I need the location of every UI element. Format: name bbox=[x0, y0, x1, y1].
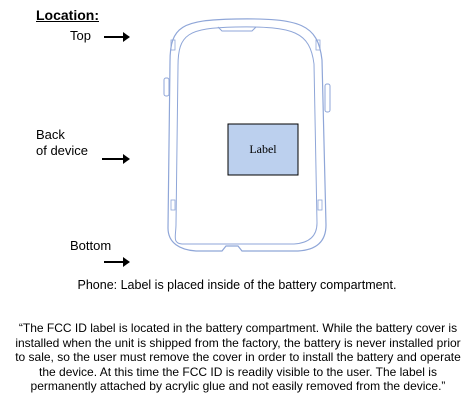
fcc-label-text: Label bbox=[249, 142, 277, 156]
right-clip-lower bbox=[317, 199, 323, 211]
top-label: Top bbox=[70, 28, 91, 43]
bottom-label: Bottom bbox=[70, 238, 112, 253]
bottom-arrow bbox=[104, 257, 130, 267]
top-arrow bbox=[104, 32, 130, 42]
left-side-button bbox=[163, 77, 170, 97]
right-side-button bbox=[324, 83, 331, 113]
back-arrow bbox=[102, 154, 130, 164]
left-clip-lower bbox=[170, 199, 176, 211]
fcc-statement-quote: “The FCC ID label is located in the batt… bbox=[15, 321, 461, 393]
location-heading: Location: bbox=[36, 7, 99, 23]
top-notch bbox=[217, 26, 257, 32]
battery-compartment-outline bbox=[174, 26, 318, 245]
back-label-line2: of device bbox=[36, 143, 89, 158]
back-label-line1: Back bbox=[36, 127, 65, 142]
phone-caption: Phone: Label is placed inside of the bat… bbox=[77, 278, 397, 292]
device-outline bbox=[167, 18, 327, 252]
fcc-label-box bbox=[227, 123, 299, 176]
right-clip-upper bbox=[315, 39, 321, 51]
left-clip-upper bbox=[170, 39, 176, 51]
